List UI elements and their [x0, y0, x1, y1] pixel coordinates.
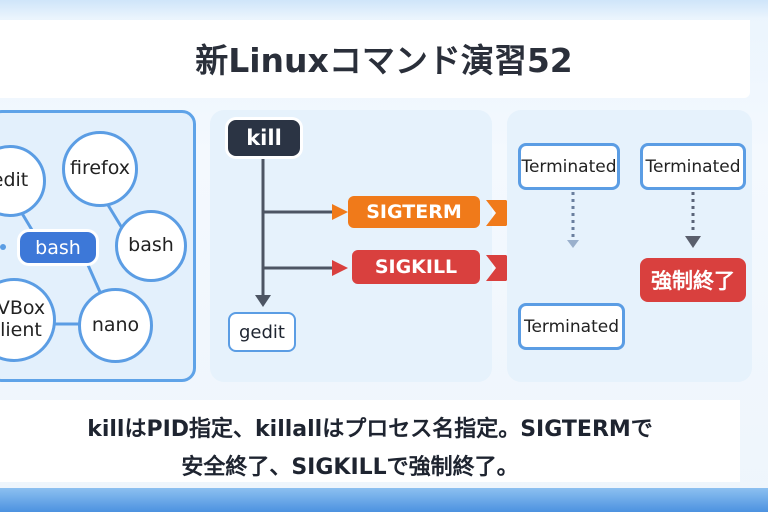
arrow-down-icon: [567, 240, 579, 248]
top-band: [0, 0, 768, 18]
target-process-gedit[interactable]: gedit: [228, 312, 296, 352]
caption-box: [0, 400, 740, 482]
process-node-bash[interactable]: bash: [115, 210, 187, 282]
arrow-down-icon: [255, 295, 271, 307]
node-label: VBox lient: [0, 297, 46, 341]
selected-process-bash[interactable]: bash: [20, 232, 96, 263]
connector-firefox-bash: [106, 204, 124, 229]
arrow-right-icon: [332, 260, 348, 276]
arrow-down-icon: [685, 236, 701, 248]
process-node-nano[interactable]: nano: [78, 288, 153, 363]
sigterm-label: SIGTERM: [348, 196, 480, 228]
terminated-box: Terminated: [518, 143, 620, 190]
result-connectors: [567, 192, 701, 248]
node-label: edit: [0, 169, 29, 192]
node-label: firefox: [69, 157, 131, 180]
kill-command[interactable]: kill: [228, 120, 300, 156]
sigkill-label: SIGKILL: [352, 250, 480, 284]
connector-bash-nano: [86, 264, 102, 293]
terminated-box: Terminated: [518, 303, 625, 350]
caption-line-2: 安全終了、SIGKILLで強制終了。: [181, 455, 519, 480]
node-label: nano: [91, 313, 140, 336]
force-kill-badge: 強制終了: [640, 258, 746, 302]
bottom-band: [0, 488, 768, 512]
page-title: 新Linuxコマンド演習52: [195, 41, 573, 80]
arrow-right-icon: [332, 204, 348, 220]
node-dot: [0, 244, 6, 250]
process-node-firefox[interactable]: firefox: [62, 131, 138, 207]
node-label: bash: [128, 234, 174, 257]
terminated-box: Terminated: [640, 143, 746, 190]
caption-line-1: killはPID指定、killallはプロセス名指定。SIGTERMで: [87, 417, 653, 442]
header: [0, 20, 750, 98]
